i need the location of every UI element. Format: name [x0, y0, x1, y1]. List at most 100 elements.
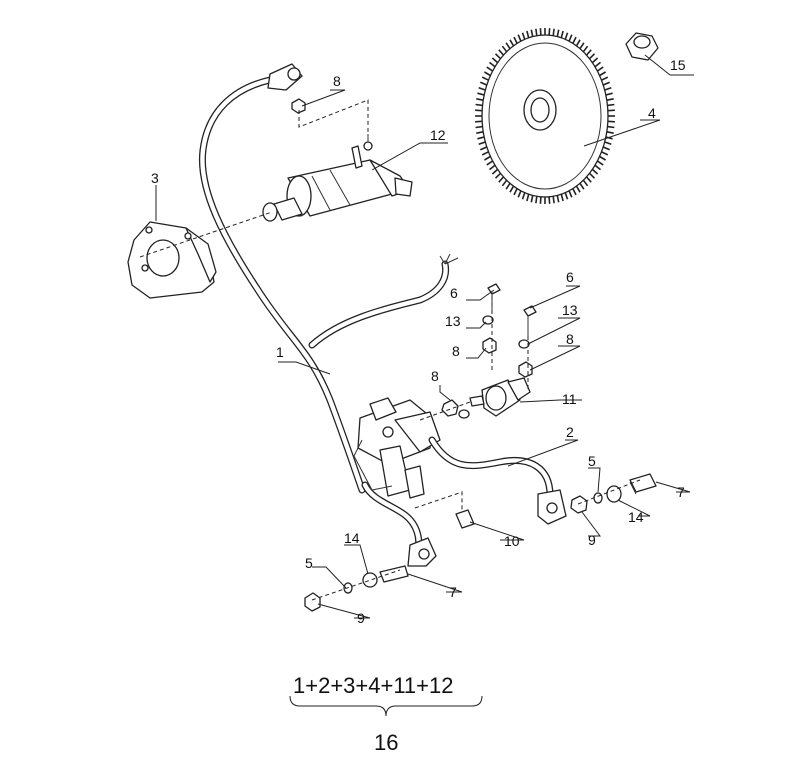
gear-tooth [513, 188, 518, 196]
gear-tooth [585, 176, 592, 183]
gear-tooth [479, 146, 488, 151]
callout-7: 7 [677, 484, 685, 500]
assembly-lines [139, 99, 641, 601]
callout-14: 14 [628, 509, 644, 525]
gear-tooth [552, 28, 555, 36]
gear-tooth [591, 57, 599, 64]
ring-gear-teeth [475, 28, 615, 204]
gear-tooth [596, 160, 604, 166]
gear-tooth [556, 195, 560, 203]
gear-tooth [535, 28, 538, 36]
gear-tooth [568, 34, 573, 42]
gear-tooth [552, 196, 555, 204]
starter-motor [262, 134, 413, 222]
gear-tooth [572, 36, 577, 44]
gear-tooth [481, 76, 489, 81]
gear-tooth [505, 42, 511, 50]
gear-tooth [604, 86, 612, 91]
gear-tooth [539, 196, 542, 204]
gear-tooth [585, 49, 592, 56]
gear-tooth [606, 131, 614, 134]
gear-tooth [475, 103, 483, 107]
gear-tooth [478, 86, 486, 91]
gear-tooth [489, 61, 496, 68]
gear-tooth [582, 45, 589, 53]
callout-4: 4 [648, 105, 656, 121]
callout-9: 9 [357, 610, 365, 626]
gear-tooth [560, 30, 564, 39]
callout-3: 3 [151, 170, 159, 186]
gear-tooth [582, 179, 589, 187]
gear-tooth [517, 34, 522, 42]
gear-tooth [501, 45, 508, 53]
gear-tooth [607, 109, 615, 112]
starter-bracket [127, 221, 217, 299]
gear-tooth [476, 98, 484, 101]
callout-8: 8 [452, 343, 460, 359]
gear-tooth [483, 155, 491, 161]
callout-11: 11 [562, 391, 577, 407]
callout-7: 7 [449, 584, 457, 600]
gear-tooth [475, 109, 483, 112]
gear-tooth [494, 53, 502, 60]
flywheel-bore [530, 97, 550, 123]
flywheel-nut [625, 32, 659, 61]
gear-tooth [607, 103, 615, 107]
gear-tooth [539, 28, 542, 36]
callout-1: 1 [276, 344, 284, 360]
gear-tooth [556, 29, 560, 37]
gear-tooth [575, 185, 581, 193]
gear-tooth [588, 53, 596, 60]
gear-tooth [604, 141, 612, 146]
gear-tooth [505, 182, 511, 190]
gear-tooth [572, 188, 577, 196]
gear-tooth [579, 42, 585, 50]
callout-5: 5 [588, 453, 596, 469]
gear-tooth [530, 29, 534, 37]
gear-tooth [560, 193, 564, 202]
gear-tooth [601, 151, 609, 156]
gear-tooth [530, 195, 534, 203]
gear-tooth [521, 32, 526, 40]
callout-14: 14 [344, 530, 360, 546]
gear-tooth [575, 39, 581, 47]
callout-13: 13 [445, 313, 461, 329]
callout-9: 9 [588, 532, 596, 548]
gear-tooth [535, 196, 538, 204]
gear-tooth [498, 176, 505, 183]
gear-tooth [548, 196, 551, 204]
gear-tooth [489, 164, 496, 171]
callout-2: 2 [566, 424, 574, 440]
gear-tooth [494, 172, 502, 179]
gear-tooth [591, 168, 599, 175]
battery-cable [428, 436, 567, 525]
gear-tooth [605, 92, 613, 96]
gear-tooth [498, 49, 505, 56]
gear-tooth [478, 141, 486, 146]
kit-brace [289, 695, 483, 717]
gear-tooth [526, 193, 530, 202]
callout-5: 5 [305, 555, 313, 571]
kit-formula: 1+2+3+4+11+12 [293, 673, 454, 698]
gear-tooth [596, 66, 604, 72]
gear-tooth [594, 164, 601, 171]
gear-tooth [517, 190, 522, 198]
gear-tooth [568, 190, 573, 198]
gear-tooth [607, 125, 615, 129]
gear-tooth [579, 182, 585, 190]
gear-tooth [513, 36, 518, 44]
callout-6: 6 [566, 269, 574, 285]
kit-composition: 1+2+3+4+11+12 16 [289, 673, 483, 755]
gear-tooth [477, 92, 485, 96]
gear-tooth [491, 168, 499, 175]
gear-tooth [501, 179, 508, 187]
callout-13: 13 [562, 302, 578, 318]
gear-tooth [599, 71, 607, 77]
gear-tooth [509, 39, 515, 47]
gear-tooth [607, 120, 615, 123]
flywheel-ring-gear [475, 28, 615, 204]
callout-12: 12 [430, 127, 446, 143]
gear-tooth [526, 30, 530, 39]
gear-tooth [602, 146, 611, 151]
